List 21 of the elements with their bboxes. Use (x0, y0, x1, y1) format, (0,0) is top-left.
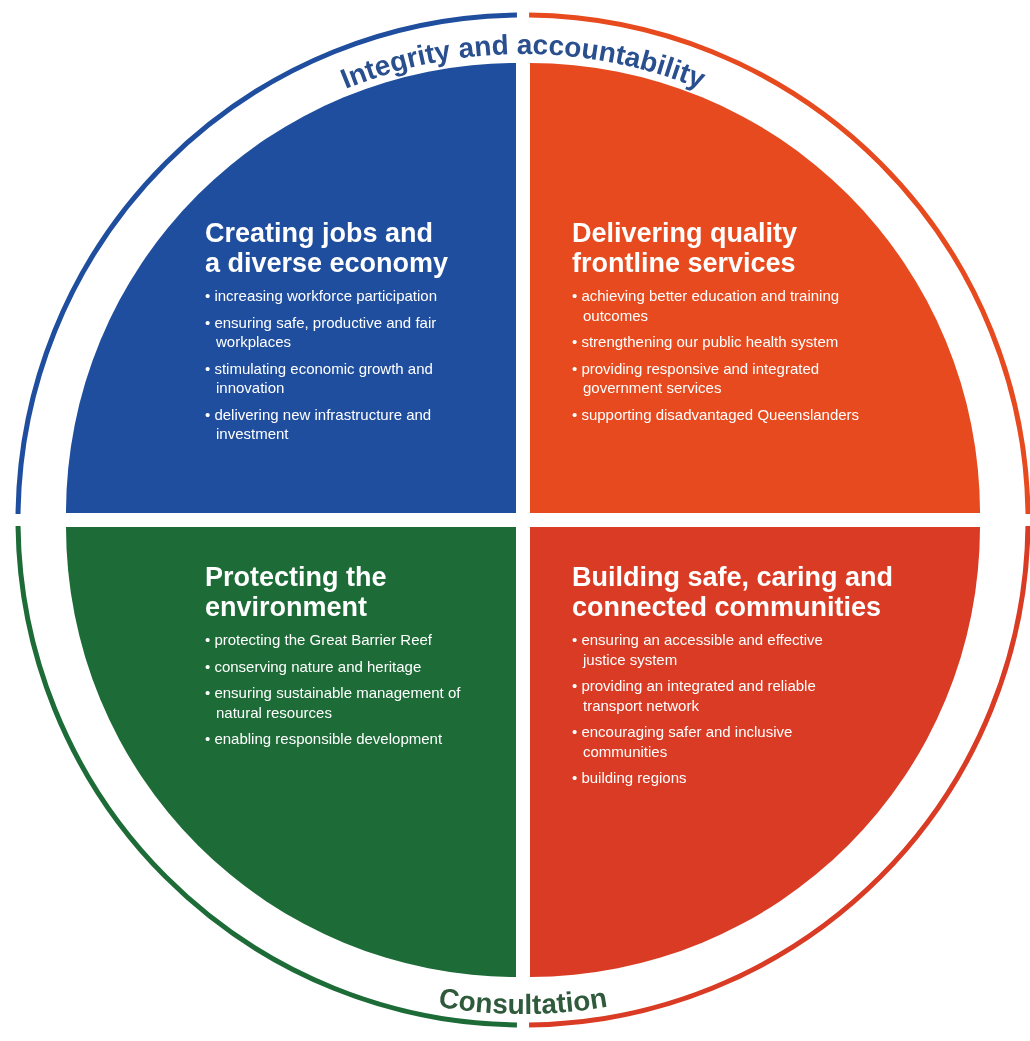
ring-label: Consultation (436, 982, 610, 1021)
quadrant-heading: Protecting the environment (205, 562, 388, 623)
bullet-point: • protecting the Great Barrier Reef (205, 630, 434, 650)
bullet-point: • achieving better education and training outcomes (572, 286, 841, 326)
quadrant-heading: Building safe, caring and connected communities (572, 562, 895, 623)
bullet-point: • enabling responsible development (205, 729, 444, 749)
bullet-point: • strengthening our public health system (572, 332, 840, 352)
bullet-point: • ensuring safe, productive and fair workplaces (205, 312, 438, 352)
quadrant-heading: Creating jobs and a diverse economy (205, 218, 450, 279)
quadrant-heading: Delivering quality frontline services (572, 218, 799, 279)
bullet-point: • delivering new infrastructure and investment (205, 404, 433, 444)
bullet-point: • ensuring sustainable management of natural resources (205, 683, 462, 723)
bullet-point: • supporting disadvantaged Queenslanders (572, 404, 861, 425)
bullet-point: • stimulating economic growth and innovation (205, 358, 434, 398)
bullet-point: • providing responsive and integrated government services (572, 358, 821, 398)
bullet-point: • conserving nature and heritage (205, 656, 423, 677)
bullet-point: • providing an integrated and reliable transport network (572, 676, 817, 716)
bullet-point: • encouraging safer and inclusive communities (572, 722, 794, 762)
bullet-point: • ensuring an accessible and effective justice system (572, 630, 824, 670)
bullet-point: • building regions (572, 768, 688, 788)
bullet-point: • increasing workforce participation (205, 286, 439, 306)
